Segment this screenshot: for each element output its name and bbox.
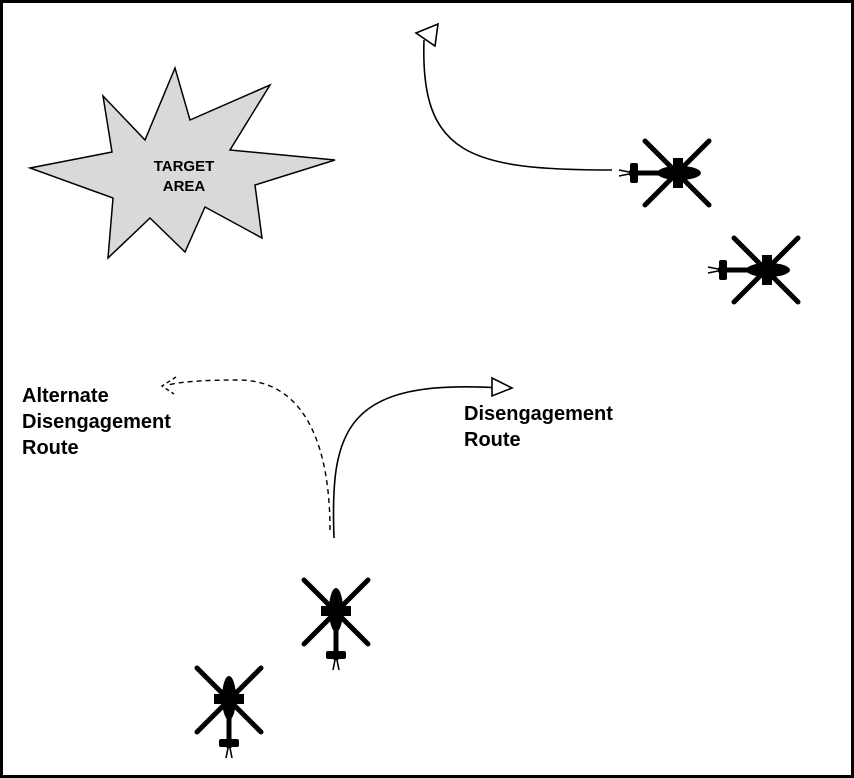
target-area-shape [27,65,336,260]
helicopter-icon [304,580,368,670]
disengagement-route-arrowhead [491,376,514,398]
alternate-label-line3: Route [22,437,79,459]
alternate-label-line2: Disengagement [22,411,171,433]
disengagement-route-line [332,386,501,539]
alternate-route-arrowhead [160,376,177,395]
helicopter-icon [197,668,261,758]
helicopter-icon [708,238,798,302]
disengagement-route-label: Disengagement Route [464,403,613,451]
alternate-route-line [167,379,331,531]
disengagement-label-line2: Route [464,429,521,451]
helicopter-icon [619,141,709,205]
alternate-label-line1: Alternate [22,385,109,407]
alternate-route-label: Alternate Disengagement Route [22,385,171,459]
upper-route-arrowhead [414,22,439,48]
target-area-label-line1: TARGET [154,158,215,175]
disengagement-label-line1: Disengagement [464,403,613,425]
upper-disengagement-route-line [423,39,613,171]
target-area: TARGET AREA [27,65,336,260]
target-area-label-line2: AREA [163,178,206,195]
